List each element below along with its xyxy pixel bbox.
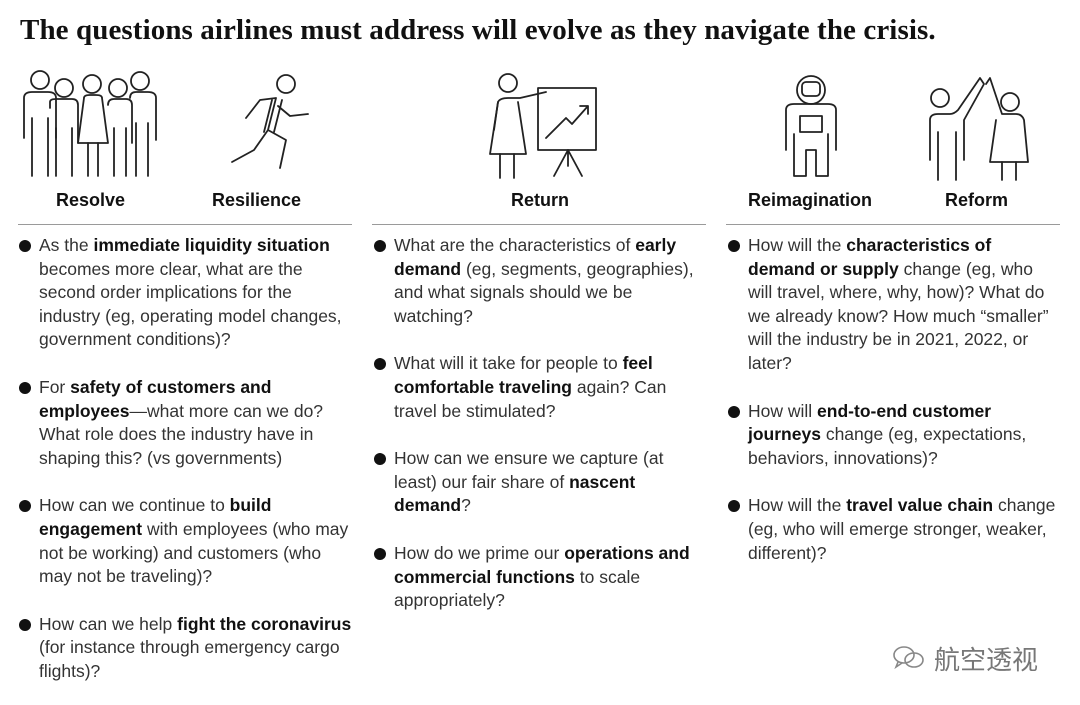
bullet-dot [728, 405, 740, 418]
question-text: How will the [748, 495, 847, 516]
bullet-dot [374, 453, 386, 466]
question-item: How can we help fight the coronavirus (f… [19, 613, 353, 684]
divider-middle [372, 224, 706, 225]
question-text: change (eg, who will travel, where, why,… [748, 258, 1049, 373]
page-title: The questions airlines must address will… [20, 14, 936, 46]
question-highlight: fight the coronavirus [177, 613, 352, 634]
bullet-dot [19, 381, 31, 394]
presenter-chart-icon [484, 70, 600, 180]
divider-right [726, 224, 1060, 225]
bullet-dot [728, 240, 740, 252]
question-highlight: travel value chain [846, 495, 994, 516]
question-highlight: nascent demand [394, 471, 636, 516]
question-text: ? [461, 495, 471, 516]
question-text: (for instance through emergency cargo fl… [39, 637, 340, 681]
astronaut-icon [778, 72, 844, 180]
question-item: As the immediate liquidity situation bec… [19, 234, 353, 352]
question-highlight: end-to-end customer journeys [748, 400, 992, 445]
question-item: For safety of customers and employees—wh… [19, 376, 353, 470]
question-text: For [39, 376, 71, 397]
bullet-dot [728, 500, 740, 513]
question-highlight: feel comfortable traveling [394, 353, 653, 397]
bullet-dot [374, 358, 386, 371]
bullet-dot [19, 618, 31, 631]
bullet-dot [19, 240, 31, 252]
question-text: change (eg, who will emerge stronger, we… [748, 495, 1056, 563]
question-highlight: immediate liquidity situation [93, 235, 330, 255]
question-text: As the [39, 235, 94, 255]
column-resolve-resilience: As the immediate liquidity situation bec… [19, 234, 353, 684]
question-text: with employees (who may not be working) … [39, 518, 349, 587]
question-text: How do we prime our [394, 542, 565, 563]
question-text: How will [748, 400, 818, 421]
question-highlight: operations and commercial functions [394, 542, 690, 587]
group-of-people-icon [18, 68, 163, 180]
phase-label-resolve: Resolve [56, 190, 126, 210]
question-highlight: early demand [394, 235, 677, 279]
question-item: What are the characteristics of early de… [374, 234, 708, 328]
question-text: What are the characteristics of [394, 235, 636, 255]
question-text: —what more can we do? What role does the… [39, 400, 324, 468]
question-text: becomes more clear, what are the second … [39, 258, 342, 350]
question-text: What will it take for people to [394, 353, 623, 374]
phase-label-resilience: Resilience [212, 190, 302, 210]
phase-label-reimagination: Reimagination [748, 190, 873, 210]
question-text: to scale appropriately? [394, 566, 641, 611]
running-person-icon [226, 70, 316, 180]
question-text: change (eg, expectations, behaviors, inn… [748, 424, 1027, 468]
question-text: (eg, segments, geographies), and what si… [394, 258, 694, 326]
question-text: How can we help [39, 613, 178, 634]
question-item: How will the characteristics of demand o… [728, 234, 1062, 376]
question-item: How do we prime our operations and comme… [374, 542, 708, 613]
phase-label-reform: Reform [945, 190, 1009, 210]
question-item: How can we ensure we capture (at least) … [374, 447, 708, 518]
bullet-dot [374, 240, 386, 252]
question-text: How can we ensure we capture (at least) … [394, 448, 664, 492]
question-highlight: safety of customers and employees [39, 376, 272, 421]
question-highlight: build engagement [39, 495, 272, 539]
wechat-icon [892, 644, 926, 675]
bullet-dot [374, 547, 386, 560]
question-item: How can we continue to build engagement … [19, 494, 353, 588]
phase-label-return: Return [511, 190, 569, 210]
question-highlight: characteristics of demand or supply [748, 235, 992, 279]
divider-left [18, 224, 352, 225]
bullet-dot [19, 500, 31, 513]
column-return: What are the characteristics of early de… [374, 234, 708, 613]
question-text: again? Can travel be stimulated? [394, 376, 667, 421]
watermark-text: 航空透视 [934, 645, 1039, 675]
question-text: How will the [748, 235, 847, 255]
high-five-icon [924, 70, 1034, 182]
question-item: What will it take for people to feel com… [374, 352, 708, 423]
question-item: How will end-to-end customer journeys ch… [728, 400, 1062, 471]
question-text: How can we continue to [39, 495, 230, 516]
column-reimagination-reform: How will the characteristics of demand o… [728, 234, 1062, 565]
question-item: How will the travel value chain change (… [728, 494, 1062, 565]
